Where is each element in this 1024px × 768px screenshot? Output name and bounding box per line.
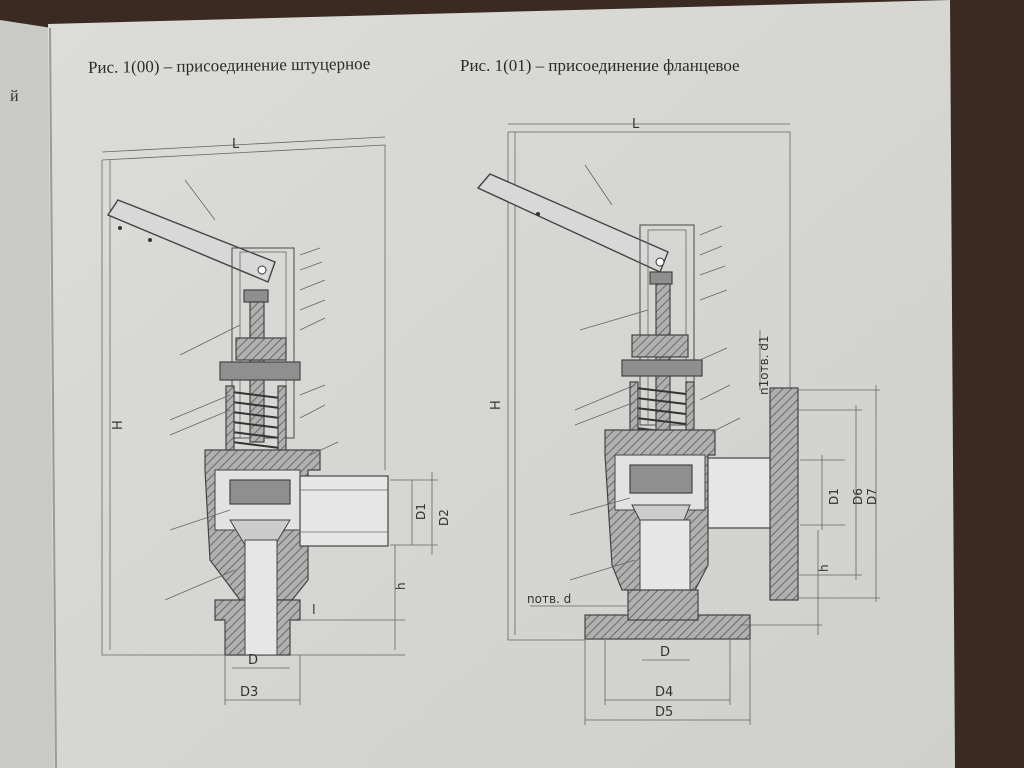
fig00-label-D: D [248,653,258,668]
fig01-label-D5: D5 [655,705,673,720]
fig00-label-D2: D2 [437,509,451,526]
fig01-label-n-holes-d: nотв. d [527,592,571,606]
left-page-edge [0,20,58,768]
fig01-label-n1-holes-d1: n1отв. d1 [757,335,771,395]
figure-00-caption: Рис. 1(00) – присоединение штуцерное [87,54,371,77]
fig00-label-H: H [111,420,126,430]
fig00-label-h: h [394,582,408,590]
figure-00-drawing: L H D1 D2 h l D D3 [101,136,451,705]
fig01-label-D1: D1 [827,488,841,505]
fig01-label-D6: D6 [851,488,865,505]
fig00-label-L: L [232,137,240,152]
fig01-label-D7: D7 [865,488,879,505]
lever [106,199,276,283]
figure-01-caption: Рис. 1(01) – присоединение фланцевое [460,56,740,75]
figure-01-drawing: L H n1отв. d1 nотв. d D1 D6 D7 h D D4 D5 [476,117,880,725]
fig01-label-H: H [489,400,504,410]
fig01-label-D: D [660,645,670,660]
fig00-label-D3: D3 [240,685,258,700]
lever-01 [476,173,669,273]
fig01-label-h: h [817,564,831,572]
right-page [48,0,955,768]
fig00-label-D1: D1 [414,503,428,520]
fig00-label-l: l [312,603,316,618]
fig01-label-L: L [632,117,640,132]
fig01-label-D4: D4 [655,685,673,700]
left-page-fragment: й [10,88,19,105]
